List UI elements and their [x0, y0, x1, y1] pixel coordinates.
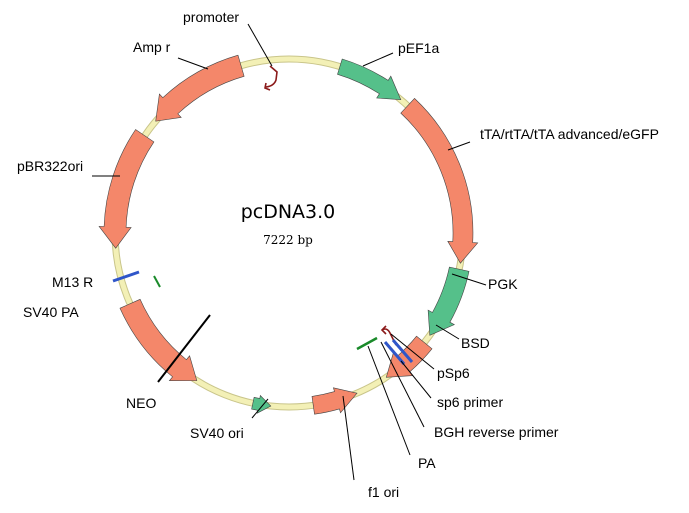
promoter-arrow-icon: [265, 65, 278, 88]
promoter-arrowhead-icon: [264, 82, 271, 91]
feature-labels: promoter Amp r pEF1a tTA/rtTA/tTA advanc…: [17, 9, 659, 500]
f1-ori-label: f1 ori: [368, 484, 399, 500]
f1-ori-leader: [342, 395, 355, 481]
promoter-label: promoter: [183, 9, 239, 25]
pgk-feature-arrow[interactable]: [427, 266, 470, 336]
pgk-label: PGK: [488, 276, 518, 292]
m13r-label: M13 R: [52, 274, 93, 290]
psp6-leader: [390, 333, 435, 370]
bgh-reverse-primer-label: BGH reverse primer: [434, 424, 559, 440]
promoter-leader: [247, 23, 273, 67]
pa-label: PA: [418, 455, 436, 471]
pgk-leader: [451, 273, 487, 286]
bgh-reverse-primer-leader: [380, 341, 425, 428]
amp-r-leader: [177, 57, 209, 70]
pef1a-leader: [362, 52, 394, 67]
neo-feature-arrow[interactable]: [119, 298, 198, 382]
sp6-primer-leader: [400, 360, 432, 399]
pbr322ori-label: pBR322ori: [17, 158, 83, 174]
site-marks: [112, 270, 414, 383]
f1-ori-feature-arrow[interactable]: [311, 387, 358, 415]
amp-r-feature-arrow[interactable]: [155, 54, 245, 122]
tta-label: tTA/rtTA/tTA advanced/eGFP: [480, 126, 659, 142]
plasmid-size: 7222 bp: [263, 233, 313, 247]
promoter-markers: [264, 65, 397, 346]
pa-leader: [367, 345, 411, 456]
tta-leader: [447, 141, 471, 151]
neo-cut-mark: [157, 314, 211, 383]
neo-label: NEO: [126, 395, 156, 411]
sp6-primer-label: sp6 primer: [437, 394, 503, 410]
sv40pa-site-mark: [153, 275, 161, 288]
sp6-primer-mark: [383, 341, 406, 365]
bgh-reverse-primer-mark: [391, 339, 414, 363]
plasmid-name: pcDNA3.0: [241, 201, 336, 223]
pef1a-feature-arrow[interactable]: [337, 58, 402, 101]
bsd-label: BSD: [461, 335, 490, 351]
amp-r-label: Amp r: [133, 39, 171, 55]
bsd-leader: [435, 324, 460, 340]
sv40-ori-leader: [251, 398, 269, 419]
pbr322ori-feature-arrow[interactable]: [98, 129, 155, 249]
psp6-promoter-arrowhead-icon: [380, 325, 387, 335]
tta-egfp-feature-arrow[interactable]: [400, 97, 479, 264]
psp6-label: pSp6: [437, 365, 470, 381]
sv40-ori-feature-arrow[interactable]: [251, 394, 272, 414]
feature-arrows: [98, 54, 479, 415]
pa-site-mark: [356, 336, 378, 351]
leader-lines: [92, 23, 487, 481]
m13r-primer-mark: [112, 270, 140, 283]
pef1a-label: pEF1a: [398, 40, 439, 56]
sv40pa-label: SV40 PA: [23, 304, 79, 320]
sv40-ori-label: SV40 ori: [190, 425, 244, 441]
